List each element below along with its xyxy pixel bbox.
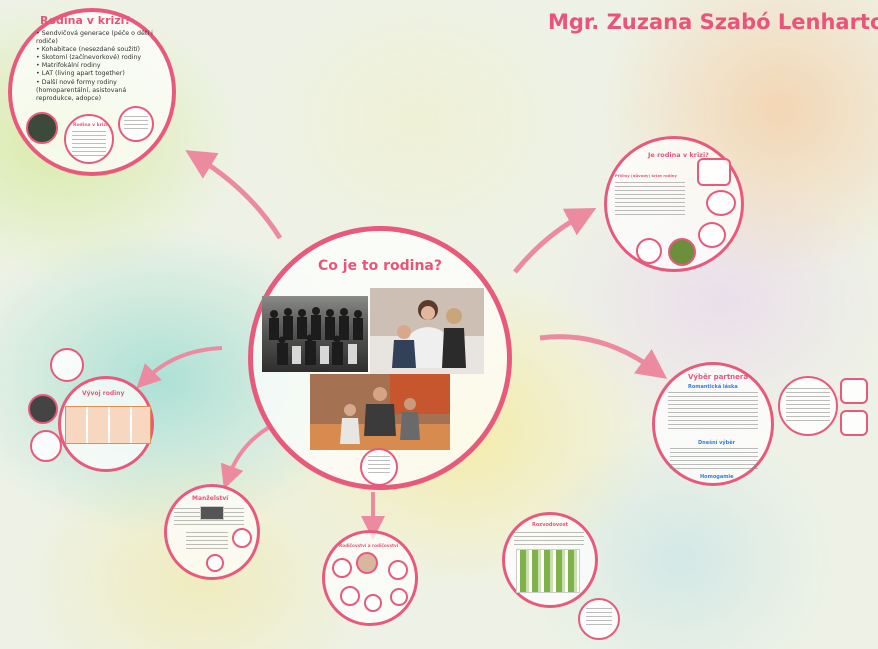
crisis-item: Matrifokální rodiny bbox=[36, 62, 154, 70]
partner-side-text bbox=[786, 388, 830, 422]
marriage-node-1[interactable] bbox=[232, 528, 252, 548]
partner-sub1: Romantická láska bbox=[688, 384, 738, 390]
family-sofa-photo bbox=[310, 374, 450, 450]
development-node-3[interactable] bbox=[30, 430, 62, 462]
development-table bbox=[65, 406, 151, 444]
center-title: Co je to rodina? bbox=[318, 258, 442, 274]
crisis-item: Skotomí (začínevorkové) rodiny bbox=[36, 54, 154, 62]
historic-family-photo bbox=[262, 296, 368, 372]
arrow-to-marriage bbox=[220, 426, 270, 490]
crisis-item: Sendvičová generace (péče o děti i rodič… bbox=[36, 30, 154, 46]
arrow-to-crisis-left bbox=[185, 150, 283, 240]
parenthood-node-2[interactable] bbox=[356, 552, 378, 574]
crisis-left-text-lines bbox=[124, 116, 148, 132]
crisis-item: LAT (living apart together) bbox=[36, 70, 154, 78]
crisis-left-photo-node[interactable] bbox=[26, 112, 58, 144]
parenthood-node-1[interactable] bbox=[332, 558, 352, 578]
arrow-to-crisis-right bbox=[513, 208, 597, 274]
crisis-left-title: Rodina v krizi? bbox=[40, 14, 131, 27]
marriage-node-2[interactable] bbox=[206, 554, 224, 572]
marriage-title: Manželství bbox=[192, 495, 229, 502]
crisis-right-text bbox=[615, 182, 685, 216]
mother-children-photo bbox=[370, 288, 484, 374]
author-title: Mgr. Zuzana Szabó Lenharto bbox=[548, 10, 878, 34]
arrow-to-development bbox=[136, 346, 223, 389]
partner-side-node-3[interactable] bbox=[840, 410, 868, 436]
partner-text-2 bbox=[670, 448, 758, 470]
marriage-image bbox=[200, 506, 224, 520]
partner-sub2: Dnešní výběr bbox=[698, 440, 736, 446]
crisis-right-node-4[interactable] bbox=[636, 238, 662, 264]
arrow-to-partner bbox=[539, 334, 668, 379]
parenthood-title: Rodičovství a rodičovství bbox=[339, 543, 399, 548]
parenthood-node-6[interactable] bbox=[390, 588, 408, 606]
development-node-2[interactable] bbox=[28, 394, 58, 424]
parenthood-node-5[interactable] bbox=[364, 594, 382, 612]
crisis-right-node-1[interactable] bbox=[697, 158, 731, 186]
divorce-node-text bbox=[586, 608, 612, 628]
development-title: Vývoj rodiny bbox=[82, 390, 125, 397]
divorce-chart bbox=[516, 549, 580, 593]
divorce-title: Rozvodovost bbox=[532, 522, 568, 528]
marriage-text-2 bbox=[186, 532, 228, 550]
divorce-node[interactable] bbox=[578, 598, 620, 640]
partner-sub3: Homogamie bbox=[700, 474, 734, 480]
crisis-item: Další nové formy rodiny (homoparentální,… bbox=[36, 79, 154, 103]
crisis-left-sub-text bbox=[72, 131, 106, 157]
crisis-item: Kohabitace (nesezdané soužití) bbox=[36, 46, 154, 54]
divorce-text bbox=[514, 532, 584, 546]
partner-text-1 bbox=[668, 392, 758, 430]
partner-side-node-2[interactable] bbox=[840, 378, 868, 404]
center-sub-lines bbox=[368, 456, 390, 476]
development-node-1[interactable] bbox=[50, 348, 84, 382]
parenthood-node-4[interactable] bbox=[340, 586, 360, 606]
parenthood-node-3[interactable] bbox=[388, 560, 408, 580]
partner-title: Výběr partnera bbox=[688, 373, 749, 381]
crisis-right-node-3[interactable] bbox=[698, 222, 726, 248]
crisis-right-title: Je rodina v krizi? bbox=[648, 151, 709, 159]
crisis-right-sub-label: Příčiny (důvody) krize rodiny bbox=[615, 173, 677, 178]
crisis-right-node-5[interactable] bbox=[668, 238, 696, 266]
crisis-right-node-2[interactable] bbox=[706, 190, 736, 216]
crisis-left-list: Sendvičová generace (péče o děti i rodič… bbox=[36, 30, 154, 103]
crisis-left-sub-label: Rodina v krizi bbox=[73, 123, 108, 128]
